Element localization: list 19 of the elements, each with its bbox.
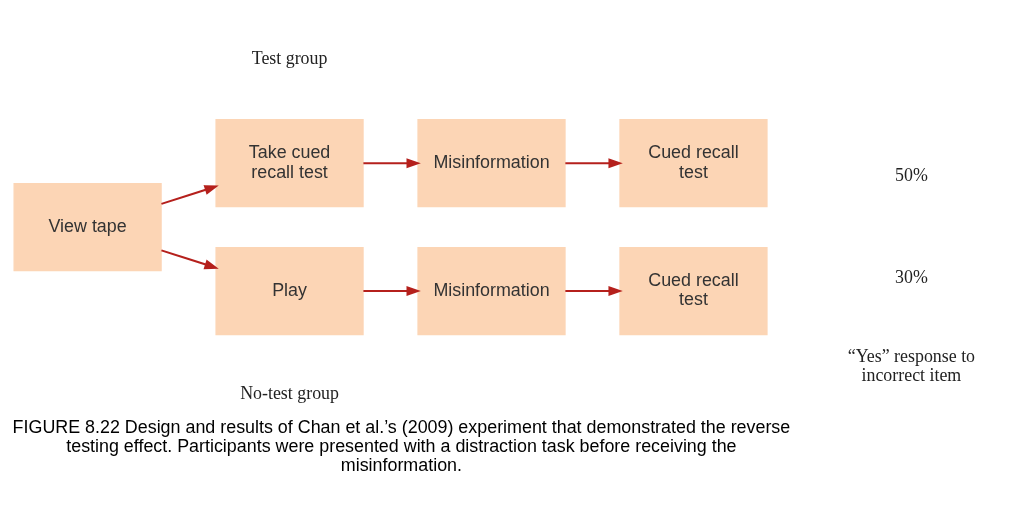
node-box: Take cued recall test [214,119,364,208]
caption: FIGURE 8.22 Design and results of Chan et al.’s (2009) experiment that demonstrated the reverse testing effect. Participants were presented with a distraction task before receiving the misinformation. [12,416,790,475]
arrow [564,286,623,297]
label: “Yes” response to incorrect item [847,345,975,385]
node-box: Cued recall test [618,119,768,208]
arrow [362,286,421,297]
node-box: Play [214,246,364,336]
label: 30% [894,266,928,287]
label: Test group [251,48,327,69]
arrow [362,158,421,169]
node-box: View tape [12,183,162,272]
node-box: Cued recall test [618,246,768,336]
label: 50% [894,164,928,185]
arrow [160,249,219,270]
arrow [160,185,219,205]
node-box: Misinformation [416,119,566,208]
node-box: Misinformation [416,246,566,336]
arrow [564,158,623,169]
label: No-test group [239,383,339,404]
